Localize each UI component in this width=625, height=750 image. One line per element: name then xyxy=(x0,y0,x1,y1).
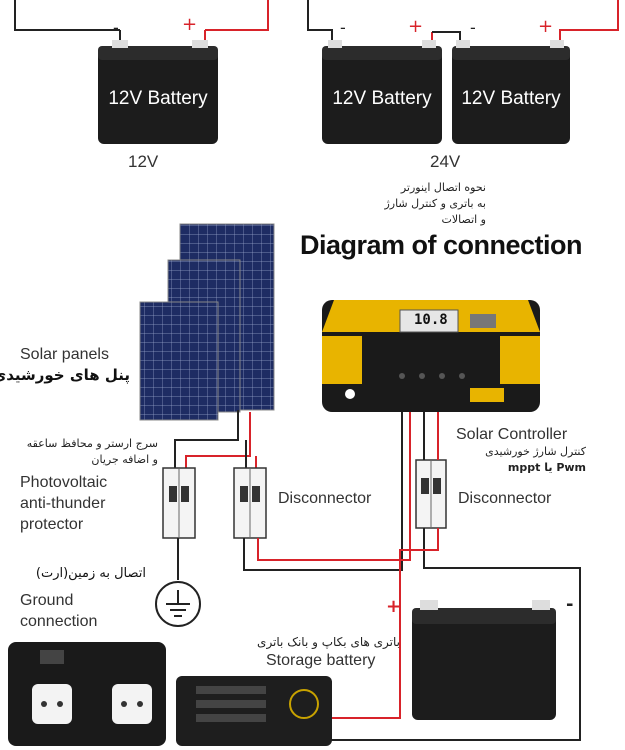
battery-24v-left xyxy=(322,40,442,144)
solar-charge-controller xyxy=(322,300,540,412)
battery-label-1: 12V Battery xyxy=(108,88,208,109)
surge-protector-breaker xyxy=(162,467,196,539)
label-24v: 24V xyxy=(430,152,461,171)
controller-display: 10.8 xyxy=(414,312,448,328)
protector-fa: سرج ارستر و محافظ ساعقه و اضافه جریان xyxy=(8,436,158,468)
disconnector-right-label: Disconnector xyxy=(458,490,552,507)
protector-fa-line1: سرج ارستر و محافظ ساعقه xyxy=(26,437,158,450)
top-plus-1: + xyxy=(182,14,198,35)
diagram-title: Diagram of connection xyxy=(300,230,583,260)
top-minus-3: - xyxy=(470,18,476,37)
controller-label: Solar Controller xyxy=(456,426,568,443)
ground-line2: connection xyxy=(20,613,98,630)
ground-line1: Ground xyxy=(20,592,74,609)
pv-to-controller-wires xyxy=(243,410,411,571)
storage-label-fa: باتری های بکاپ و بانک باتری xyxy=(257,635,400,649)
persian-caption-line2: به باتری و کنترل شارژ xyxy=(384,197,486,210)
persian-caption: نحوه اتصال اینورتر به باتری و کنترل شارژ… xyxy=(370,180,486,228)
protector-line1: Photovoltaic xyxy=(20,474,108,491)
protector-line3: protector xyxy=(20,516,84,533)
inverter-front-panel xyxy=(8,642,166,746)
protector-fa-line2: و اضافه جریان xyxy=(91,453,158,466)
protector-label: Photovoltaic anti-thunder protector xyxy=(20,472,107,535)
battery-label-3: 12V Battery xyxy=(461,88,561,109)
storage-label: Storage battery xyxy=(266,652,376,669)
persian-caption-line3: و اتصالات xyxy=(441,213,486,226)
battery-label-2: 12V Battery xyxy=(332,88,432,109)
battery-to-inverter-wires xyxy=(330,600,581,741)
disconnector-left-label: Disconnector xyxy=(278,490,372,507)
disconnector-left-breaker xyxy=(233,467,267,539)
storage-battery xyxy=(412,600,556,720)
top-wires xyxy=(14,0,619,44)
controller-fa: کنترل شارژ خورشیدی Pwm یا mppt xyxy=(456,444,586,476)
solar-panels-label-fa: پنل های خورشیدی xyxy=(0,366,130,384)
controller-fa-line1: کنترل شارژ خورشیدی xyxy=(485,445,586,458)
battery-24v-right xyxy=(452,40,570,144)
inverter-side xyxy=(176,676,332,746)
solar-panels-array xyxy=(139,223,275,421)
protector-line2: anti-thunder xyxy=(20,495,106,512)
battery-12v-single xyxy=(98,40,218,144)
ground-label-fa: اتصال به زمین(ارت) xyxy=(35,566,146,581)
ground-label: Ground connection xyxy=(20,590,97,632)
storage-minus: - xyxy=(566,594,574,615)
controller-fa-line2: Pwm یا mppt xyxy=(507,461,586,474)
disconnector-right-breaker xyxy=(415,459,447,529)
ground-symbol xyxy=(155,538,201,627)
persian-caption-line1: نحوه اتصال اینورتر xyxy=(400,181,486,194)
solar-panels-label: Solar panels xyxy=(20,346,109,363)
top-minus-2: - xyxy=(340,18,346,37)
controller-to-battery-wires xyxy=(399,412,581,610)
storage-plus: + xyxy=(386,596,402,617)
top-minus-1: - xyxy=(113,18,119,37)
top-plus-3: + xyxy=(538,16,554,37)
top-plus-2: + xyxy=(408,16,424,37)
label-12v: 12V xyxy=(128,152,159,171)
